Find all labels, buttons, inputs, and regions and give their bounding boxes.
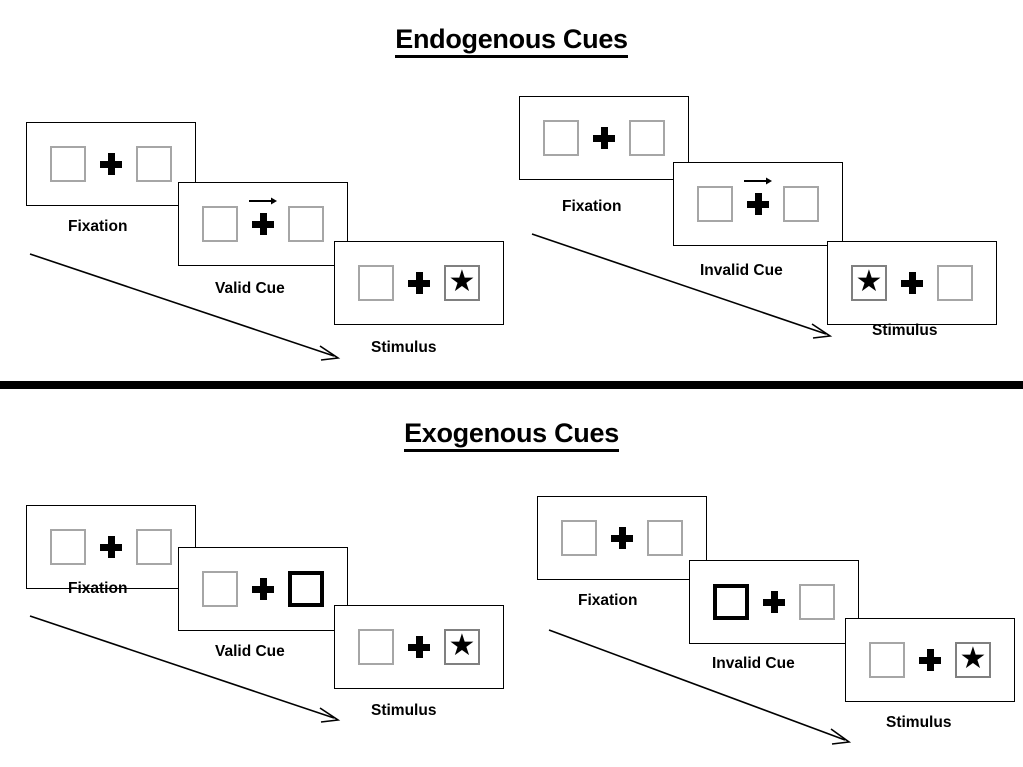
- exogenous-valid-fixation-caption: Fixation: [68, 580, 128, 597]
- endogenous-invalid-fixation-frame: [519, 96, 689, 180]
- placeholder-box-right: [136, 529, 172, 565]
- endogenous-valid-fixation-frame: [26, 122, 196, 206]
- placeholder-box-left: [50, 529, 86, 565]
- placeholder-box-left: [202, 571, 238, 607]
- exogenous-valid-stimulus-frame: ★: [334, 605, 504, 689]
- exogenous-valid-cue-caption: Valid Cue: [215, 643, 285, 660]
- placeholder-box-right: [136, 146, 172, 182]
- stimulus-row: ★: [851, 265, 973, 301]
- exogenous-invalid-cue-caption: Invalid Cue: [712, 655, 795, 672]
- endogenous-valid-stimulus-caption: Stimulus: [371, 339, 437, 356]
- cued-box-right: [288, 571, 324, 607]
- star-icon: ★: [448, 629, 476, 662]
- fixation-cross-icon: [249, 197, 277, 235]
- placeholder-box-right: [783, 186, 819, 222]
- endogenous-valid-stimulus-frame: ★: [334, 241, 504, 325]
- endogenous-invalid-cue-caption: Invalid Cue: [700, 262, 783, 279]
- star-icon: ★: [855, 265, 883, 298]
- endogenous-title-text: Endogenous Cues: [395, 24, 628, 58]
- endogenous-valid-cue-frame: [178, 182, 348, 266]
- target-box-right: ★: [444, 265, 480, 301]
- stimulus-row: [697, 177, 819, 222]
- placeholder-box-right: [799, 584, 835, 620]
- endogenous-valid-time-arrow: [29, 253, 341, 361]
- star-icon: ★: [448, 265, 476, 298]
- fixation-cross-icon: [408, 636, 430, 658]
- exogenous-valid-stimulus-caption: Stimulus: [371, 702, 437, 719]
- endogenous-invalid-fixation-caption: Fixation: [562, 198, 622, 215]
- endogenous-valid-fixation-caption: Fixation: [68, 218, 128, 235]
- stimulus-row: [543, 120, 665, 156]
- placeholder-box-right: [647, 520, 683, 556]
- exogenous-section-title: Exogenous Cues: [0, 418, 1023, 452]
- placeholder-box-left: [202, 206, 238, 242]
- fixation-cross-icon: [408, 272, 430, 294]
- fixation-cross-icon: [611, 527, 633, 549]
- target-box-left: ★: [851, 265, 887, 301]
- stimulus-row: [561, 520, 683, 556]
- placeholder-box-left: [543, 120, 579, 156]
- exogenous-invalid-stimulus-caption: Stimulus: [886, 714, 952, 731]
- placeholder-box-left: [358, 265, 394, 301]
- stimulus-row: ★: [869, 642, 991, 678]
- section-divider: [0, 381, 1023, 389]
- fixation-cross-icon: [252, 578, 274, 600]
- exogenous-invalid-cue-frame: [689, 560, 859, 644]
- exogenous-invalid-fixation-caption: Fixation: [578, 592, 638, 609]
- fixation-cross-icon: [919, 649, 941, 671]
- fixation-cross-icon: [744, 177, 772, 215]
- stimulus-row: ★: [358, 629, 480, 665]
- exogenous-title-text: Exogenous Cues: [404, 418, 619, 452]
- endogenous-invalid-stimulus-caption: Stimulus: [872, 322, 938, 339]
- star-icon: ★: [959, 642, 987, 675]
- cued-box-left: [713, 584, 749, 620]
- stimulus-row: [50, 529, 172, 565]
- placeholder-box-left: [561, 520, 597, 556]
- cue-arrow-right-icon: [744, 177, 772, 185]
- placeholder-box-left: [697, 186, 733, 222]
- stimulus-row: [202, 197, 324, 242]
- placeholder-box-right: [937, 265, 973, 301]
- fixation-cross-icon: [763, 591, 785, 613]
- placeholder-box-right: [629, 120, 665, 156]
- fixation-cross-icon: [901, 272, 923, 294]
- endogenous-section-title: Endogenous Cues: [0, 24, 1023, 58]
- exogenous-invalid-fixation-frame: [537, 496, 707, 580]
- fixation-cross-icon: [593, 127, 615, 149]
- exogenous-invalid-stimulus-frame: ★: [845, 618, 1015, 702]
- target-box-right: ★: [955, 642, 991, 678]
- endogenous-valid-cue-caption: Valid Cue: [215, 280, 285, 297]
- cue-arrow-right-icon: [249, 197, 277, 205]
- fixation-cross-icon: [100, 153, 122, 175]
- target-box-right: ★: [444, 629, 480, 665]
- placeholder-box-left: [50, 146, 86, 182]
- stimulus-row: [713, 584, 835, 620]
- fixation-cross-icon: [100, 536, 122, 558]
- stimulus-row: ★: [358, 265, 480, 301]
- endogenous-invalid-time-arrow: [531, 233, 833, 339]
- placeholder-box-left: [358, 629, 394, 665]
- endogenous-invalid-cue-frame: [673, 162, 843, 246]
- placeholder-box-left: [869, 642, 905, 678]
- stimulus-row: [50, 146, 172, 182]
- stimulus-row: [202, 571, 324, 607]
- exogenous-valid-fixation-frame: [26, 505, 196, 589]
- endogenous-invalid-stimulus-frame: ★: [827, 241, 997, 325]
- exogenous-valid-cue-frame: [178, 547, 348, 631]
- placeholder-box-right: [288, 206, 324, 242]
